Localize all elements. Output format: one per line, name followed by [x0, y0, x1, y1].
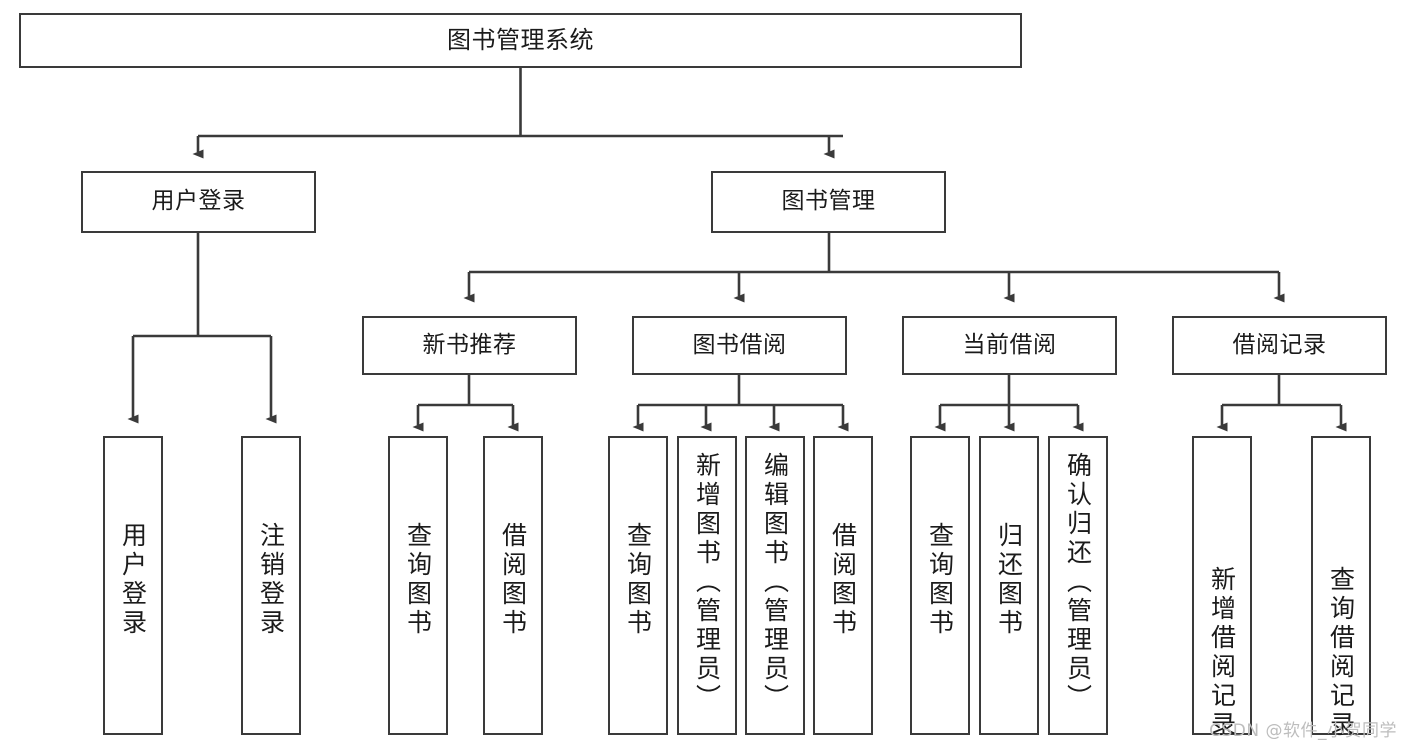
node-label: 借阅记录	[1232, 331, 1327, 358]
node-current-borrow[interactable]: 当前借阅	[902, 316, 1117, 375]
node-book-borrow[interactable]: 图书借阅	[632, 316, 847, 375]
node-label: 图书管理	[781, 188, 876, 215]
node-book-management-system[interactable]: 图书管理系统	[19, 13, 1022, 68]
node-leaf-query-book-recommend[interactable]: 查询图书	[388, 436, 448, 735]
node-label: 用户登录	[118, 522, 148, 638]
node-label: 借阅图书	[498, 522, 528, 638]
node-label: 图书借阅	[692, 331, 787, 358]
node-label: 查询图书	[623, 522, 653, 638]
node-label: 编辑图书（管理员）	[760, 452, 790, 713]
node-leaf-return-book[interactable]: 归还图书	[979, 436, 1039, 735]
node-leaf-query-book-borrow[interactable]: 查询图书	[608, 436, 668, 735]
node-leaf-edit-book[interactable]: 编辑图书（管理员）	[745, 436, 805, 735]
node-label: 用户登录	[151, 188, 246, 215]
node-label: 查询图书	[925, 522, 955, 638]
node-label: 新增借阅记录	[1207, 566, 1237, 740]
node-new-book-recommend[interactable]: 新书推荐	[362, 316, 577, 375]
node-label: 借阅图书	[828, 522, 858, 638]
node-book-management[interactable]: 图书管理	[711, 171, 946, 233]
node-leaf-add-book[interactable]: 新增图书（管理员）	[677, 436, 737, 735]
node-leaf-borrow-book-recommend[interactable]: 借阅图书	[483, 436, 543, 735]
node-leaf-logout-login[interactable]: 注销登录	[241, 436, 301, 735]
node-label: 归还图书	[994, 522, 1024, 638]
node-leaf-user-login[interactable]: 用户登录	[103, 436, 163, 735]
node-label: 当前借阅	[962, 331, 1057, 358]
node-leaf-confirm-return[interactable]: 确认归还（管理员）	[1048, 436, 1108, 735]
node-label: 查询借阅记录	[1326, 566, 1356, 740]
node-leaf-add-borrow-record[interactable]: 新增借阅记录	[1192, 436, 1252, 740]
node-user-login[interactable]: 用户登录	[81, 171, 316, 233]
node-label: 新书推荐	[422, 331, 517, 358]
node-label: 确认归还（管理员）	[1063, 452, 1093, 713]
node-borrow-record[interactable]: 借阅记录	[1172, 316, 1387, 375]
node-label: 注销登录	[256, 522, 286, 638]
node-label: 查询图书	[403, 522, 433, 638]
watermark-text: CSDN @软件_小贺同学	[1209, 721, 1397, 741]
node-leaf-query-borrow-record[interactable]: 查询借阅记录	[1311, 436, 1371, 740]
node-leaf-query-book-current[interactable]: 查询图书	[910, 436, 970, 735]
node-label: 新增图书（管理员）	[692, 452, 722, 713]
node-leaf-borrow-book[interactable]: 借阅图书	[813, 436, 873, 735]
node-label: 图书管理系统	[447, 26, 594, 55]
